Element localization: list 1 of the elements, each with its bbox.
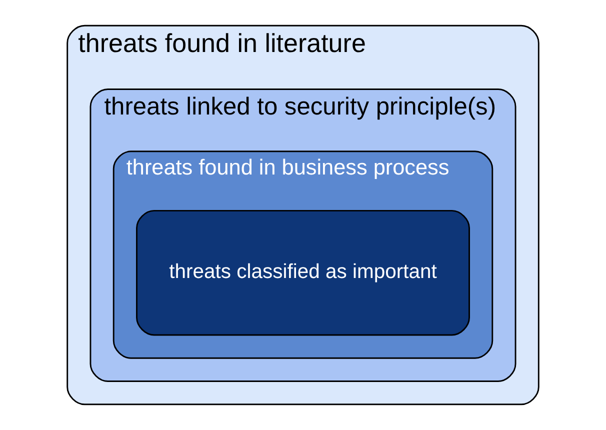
node-box: threats classified as important: [136, 210, 470, 336]
